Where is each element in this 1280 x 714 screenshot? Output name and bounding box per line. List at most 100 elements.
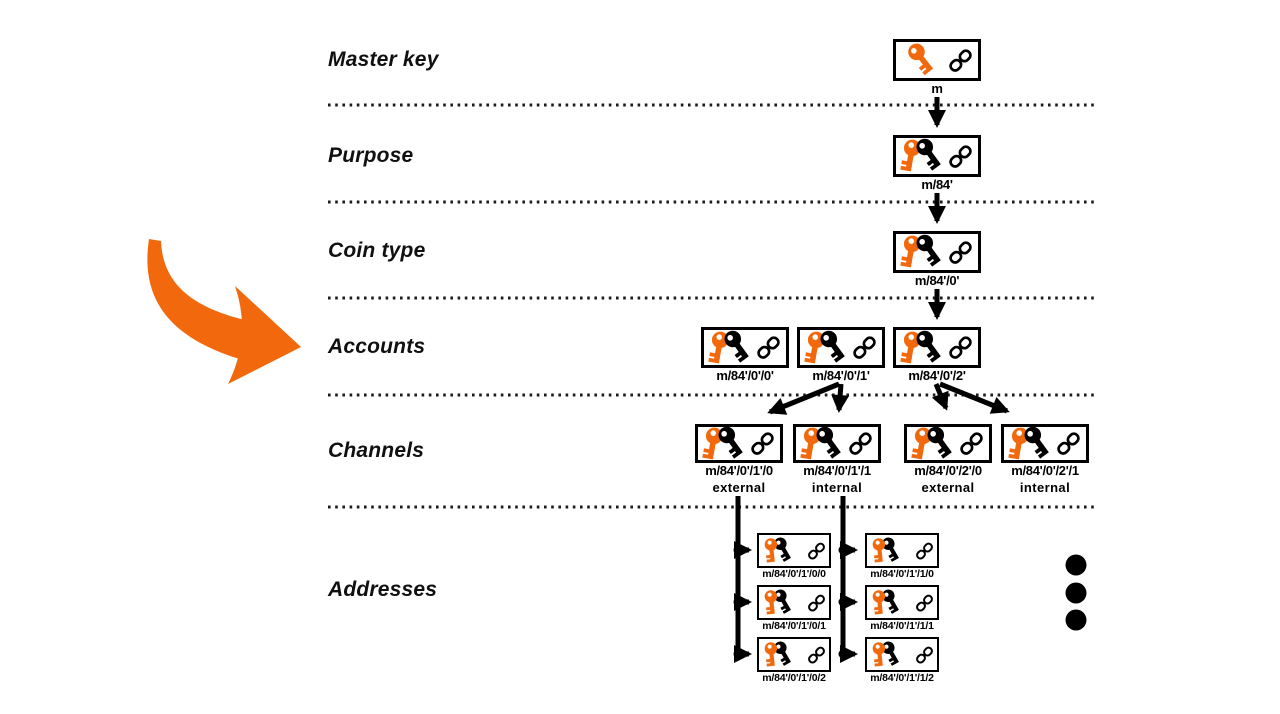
chain-type-label: internal: [1019, 480, 1071, 496]
key-node-chan-2-0: m/84'/0'/2'/0 external: [904, 422, 992, 495]
chain-type-label: external: [921, 480, 975, 496]
key-node-acct-0: m/84'/0'/0': [701, 326, 789, 383]
chain-link-icon: [1057, 432, 1080, 455]
chain-link-icon: [960, 432, 983, 455]
double-key-icon: [899, 231, 946, 269]
key-node-acct-2: m/84'/0'/2': [893, 326, 981, 383]
derivation-path: m/84': [921, 177, 953, 192]
key-box: [797, 326, 885, 368]
derivation-path: m/84'/0'/1'/1/0: [870, 568, 934, 580]
chain-link-icon: [949, 144, 972, 168]
key-box: [893, 39, 981, 81]
double-key-icon: [799, 422, 846, 460]
node-labels: m/84'/0'/1'/1/0: [870, 568, 934, 581]
key-box: [757, 585, 831, 620]
chain-link-icon: [808, 594, 825, 612]
chain-type-label: internal: [811, 480, 863, 496]
key-box: [893, 231, 981, 273]
key-box: [757, 533, 831, 568]
key-node-m: m: [893, 39, 981, 96]
key-node-addr-1-1-1: m/84'/0'/1'/1/1: [865, 585, 939, 632]
row-label-accounts: Accounts: [328, 335, 426, 358]
derivation-path: m/84'/0'/1': [812, 368, 870, 383]
node-labels: m: [931, 81, 943, 96]
double-key-icon: [764, 587, 795, 615]
row-label-coin-type: Coin type: [328, 239, 426, 262]
node-labels: m/84'/0'/1'/0/0: [762, 568, 826, 581]
chain-link-icon: [916, 646, 933, 664]
node-labels: m/84'/0'/1'/1/1: [870, 620, 934, 633]
node-labels: m/84'/0'/1'/1/2: [870, 672, 934, 685]
arrow-acct2-to-chan20: [931, 383, 949, 411]
key-box: [757, 637, 831, 672]
derivation-path: m/84'/0'/1'/0/1: [762, 620, 826, 632]
chain-link-icon: [853, 336, 876, 359]
node-labels: m/84'/0'/1': [812, 368, 870, 383]
chain-link-icon: [808, 542, 825, 560]
chain-link-icon: [849, 432, 872, 455]
key-node-addr-1-0-2: m/84'/0'/1'/0/2: [757, 637, 831, 684]
derivation-path: m/84'/0': [914, 273, 960, 288]
double-key-icon: [764, 535, 795, 563]
vertical-ellipsis-dots: [1065, 554, 1087, 631]
arrow-acct1-to-chan11: [831, 383, 850, 413]
double-key-icon: [707, 326, 754, 364]
node-labels: m/84'/0'/1'/1 internal: [803, 463, 871, 496]
double-key-icon: [803, 326, 850, 364]
key-node-acct-1: m/84'/0'/1': [797, 326, 885, 383]
double-key-icon: [910, 422, 957, 460]
key-node-m-84-0: m/84'/0': [893, 231, 981, 288]
key-node-addr-1-0-0: m/84'/0'/1'/0/0: [757, 533, 831, 580]
chain-link-icon: [949, 48, 972, 72]
chain-link-icon: [808, 646, 825, 664]
key-box: [701, 326, 789, 368]
key-node-addr-1-1-0: m/84'/0'/1'/1/0: [865, 533, 939, 580]
chain-link-icon: [751, 432, 774, 455]
chain-link-icon: [757, 336, 780, 359]
node-labels: m/84'/0'/1'/0/1: [762, 620, 826, 633]
double-key-icon: [764, 639, 795, 667]
node-labels: m/84'/0'/2'/0 external: [914, 463, 982, 496]
chain-link-icon: [949, 336, 972, 359]
derivation-path: m/84'/0'/1'/0/2: [762, 672, 826, 684]
row-label-channels: Channels: [328, 439, 425, 462]
chain-link-icon: [916, 594, 933, 612]
key-node-addr-1-0-1: m/84'/0'/1'/0/1: [757, 585, 831, 632]
node-labels: m/84'/0'/2': [908, 368, 966, 383]
key-icon: [904, 40, 938, 76]
derivation-path: m/84'/0'/1'/1: [803, 463, 871, 478]
derivation-path: m/84'/0'/1'/0: [705, 463, 773, 478]
derivation-path: m/84'/0'/2'/0: [914, 463, 982, 478]
arrow-acct2-to-chan21: [939, 381, 1010, 414]
key-box: [893, 135, 981, 177]
key-node-m-84: m/84': [893, 135, 981, 192]
derivation-path: m/84'/0'/1'/1/1: [870, 620, 934, 632]
derivation-path: m/84'/0'/2': [908, 368, 966, 383]
double-key-icon: [872, 587, 903, 615]
key-box: [695, 422, 783, 463]
derivation-path: m/84'/0'/2'/1: [1011, 463, 1079, 478]
key-node-chan-1-1: m/84'/0'/1'/1 internal: [793, 422, 881, 495]
double-key-icon: [872, 639, 903, 667]
key-box: [793, 422, 881, 463]
double-key-icon: [872, 535, 903, 563]
key-node-addr-1-1-2: m/84'/0'/1'/1/2: [865, 637, 939, 684]
node-labels: m/84'/0': [914, 273, 960, 288]
chain-link-icon: [916, 542, 933, 560]
row-label-addresses: Addresses: [328, 578, 438, 601]
key-box: [865, 637, 939, 672]
double-key-icon: [899, 326, 946, 364]
derivation-path: m/84'/0'/1'/0/0: [762, 568, 826, 580]
row-label-master-key: Master key: [328, 48, 439, 71]
row-label-purpose: Purpose: [328, 144, 414, 167]
double-key-icon: [701, 422, 748, 460]
key-box: [865, 585, 939, 620]
key-box: [904, 422, 992, 463]
key-box: [1001, 422, 1089, 463]
derivation-path: m: [931, 81, 943, 96]
key-box: [865, 533, 939, 568]
